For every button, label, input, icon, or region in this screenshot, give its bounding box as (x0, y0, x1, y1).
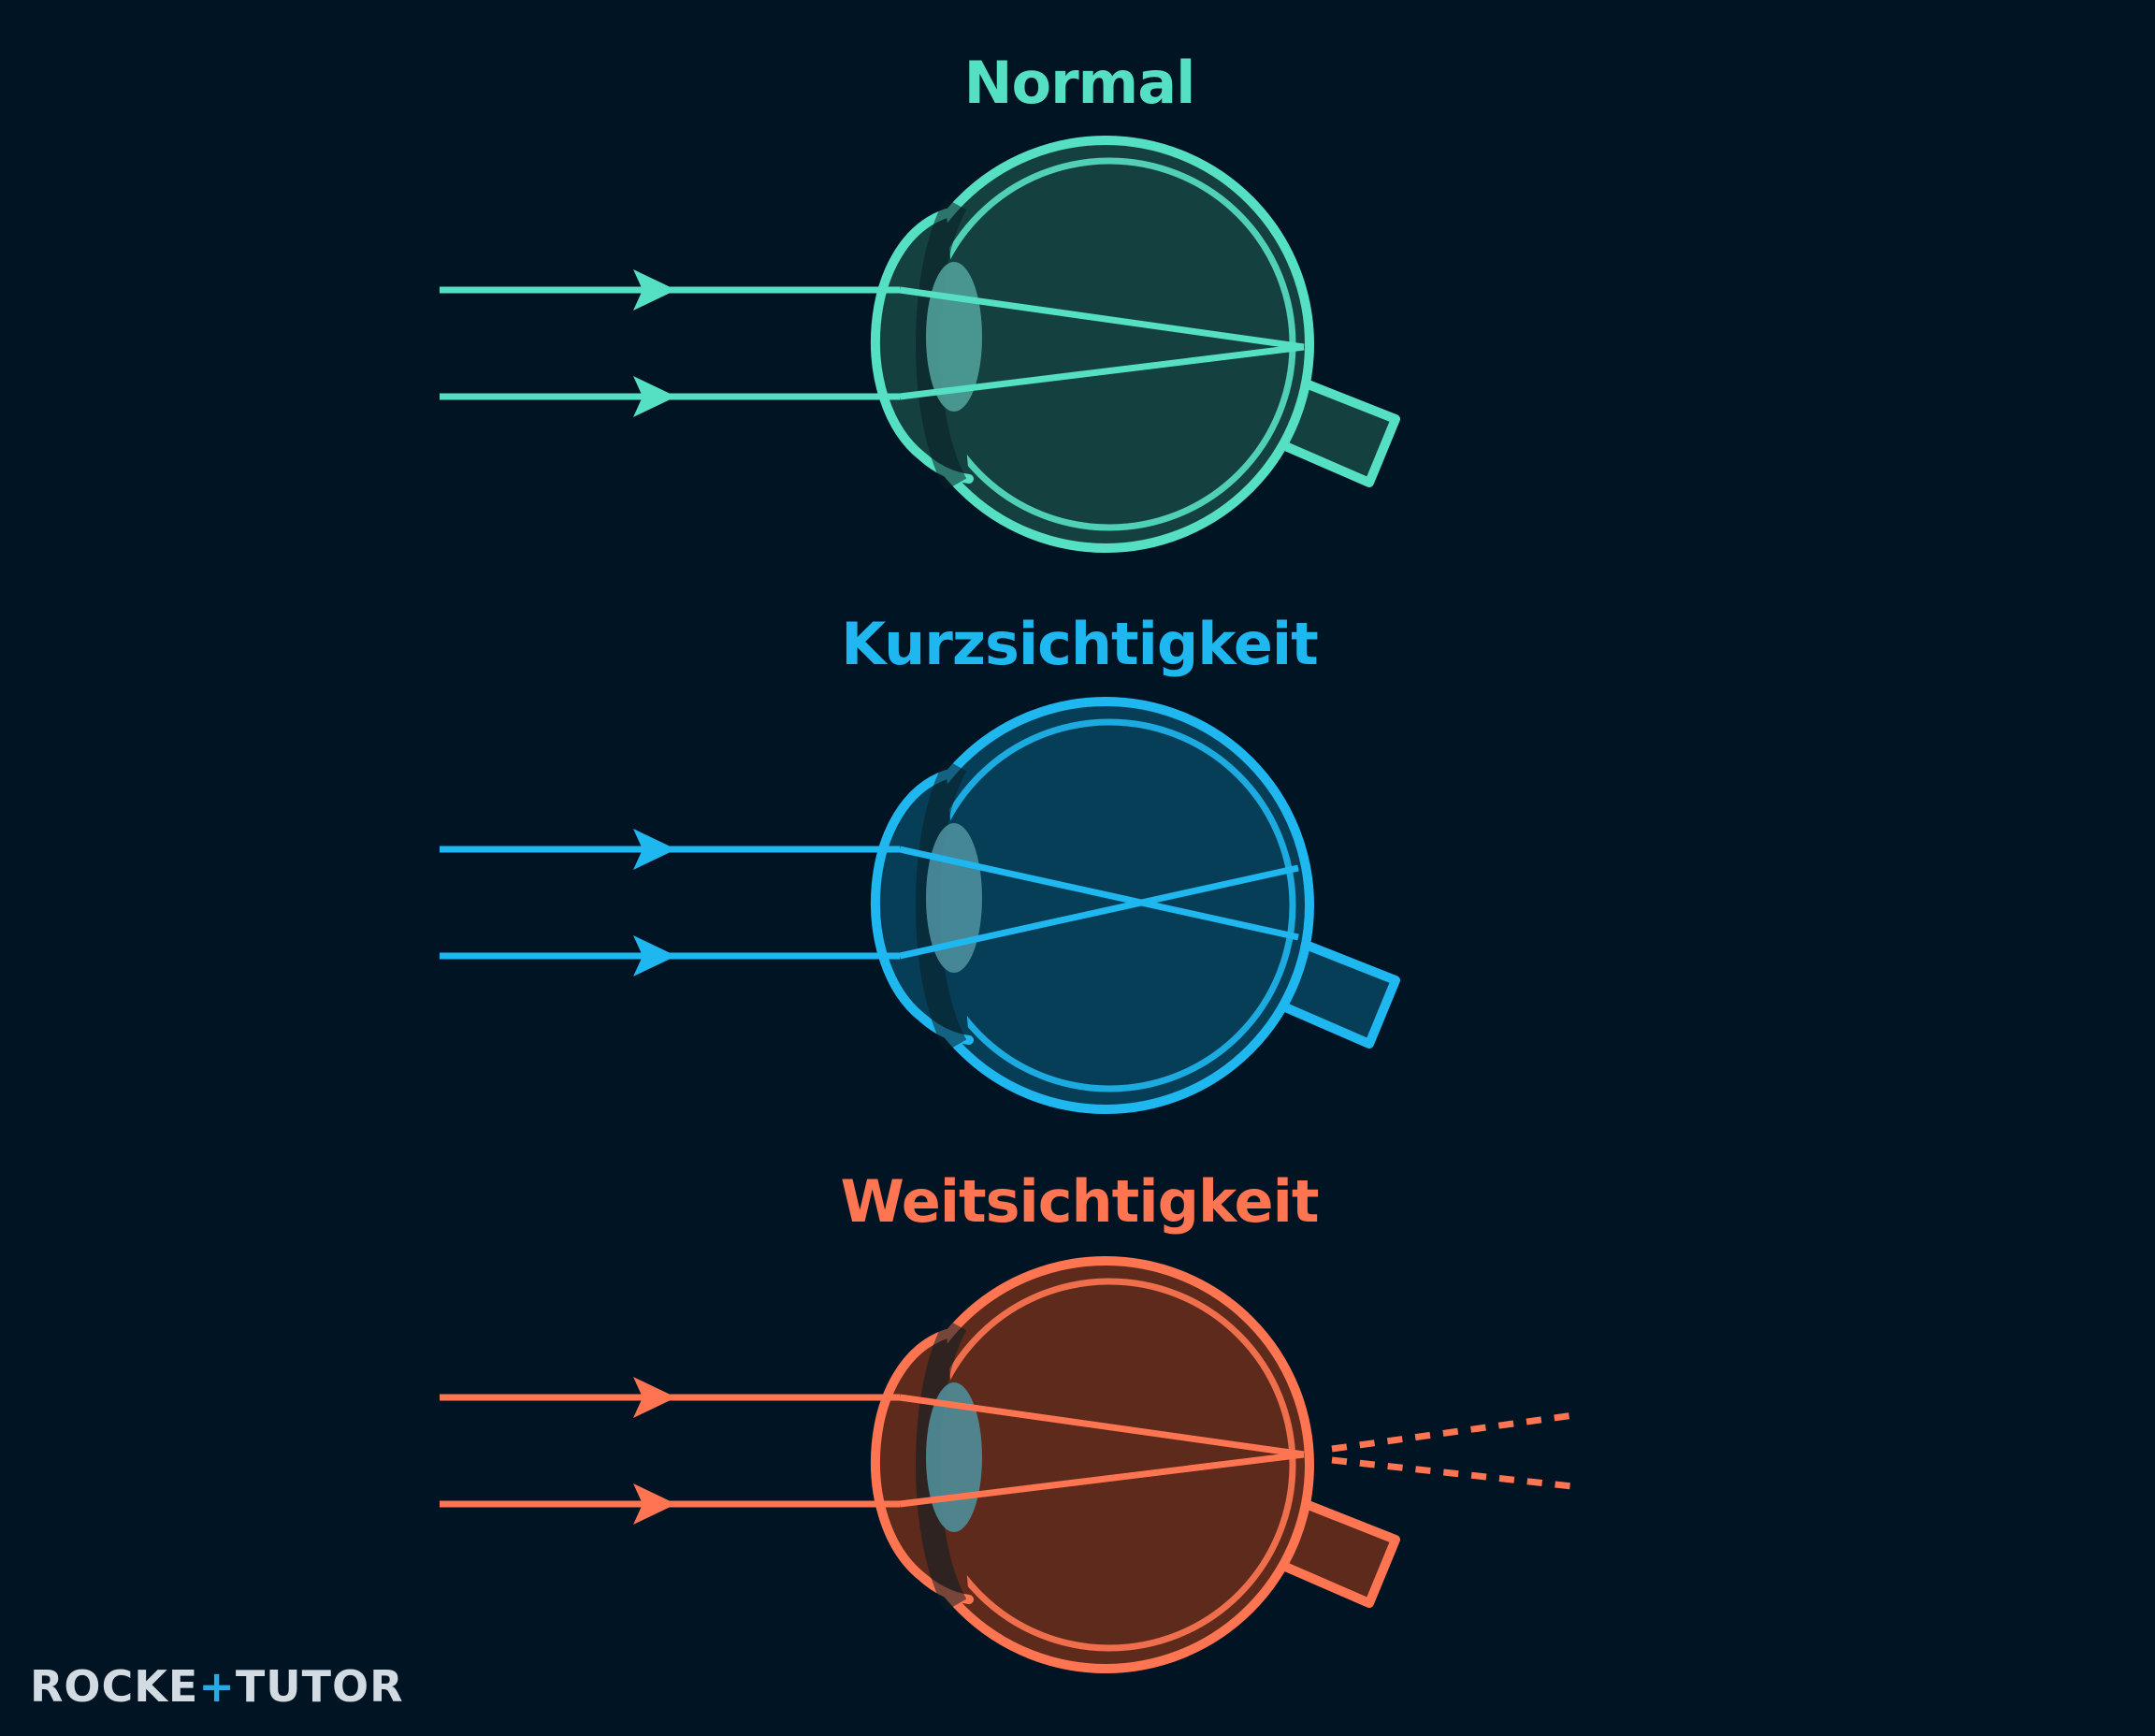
extended-ray-dashed (1331, 1456, 1582, 1491)
panel-title-weitsichtigkeit: Weitsichtigkeit (841, 1167, 1319, 1236)
logo-text-left: ROCKE (30, 1661, 199, 1712)
light-rays-kurzsichtigkeit (440, 829, 1299, 976)
refracted-ray (899, 343, 1305, 400)
eye-weitsichtigkeit (870, 1256, 1400, 1673)
panel-normal: Normal (440, 49, 1400, 553)
rocket-tutor-logo: ROCKE+TUTOR (30, 1661, 404, 1712)
eye-normal (870, 136, 1400, 553)
light-rays-normal (440, 269, 1305, 417)
ray-arrow (633, 1483, 676, 1525)
refracted-ray (899, 1394, 1305, 1458)
refracted-ray (899, 286, 1305, 351)
panel-title-normal: Normal (964, 49, 1195, 117)
light-rays-weitsichtigkeit (440, 1377, 1582, 1525)
ray-arrow (633, 1377, 676, 1418)
panel-weitsichtigkeit: Weitsichtigkeit (440, 1167, 1582, 1673)
refracted-ray (899, 846, 1299, 941)
panel-title-kurzsichtigkeit: Kurzsichtigkeit (841, 610, 1318, 678)
extended-ray-dashed (1331, 1410, 1582, 1453)
refracted-ray (899, 864, 1299, 960)
panel-kurzsichtigkeit: Kurzsichtigkeit (440, 610, 1400, 1114)
ray-arrow (633, 269, 676, 311)
ray-arrow (633, 829, 676, 870)
ray-arrow (633, 935, 676, 976)
logo-plus: + (198, 1661, 236, 1712)
logo-text-right: TUTOR (235, 1661, 404, 1712)
refracted-ray (899, 1451, 1305, 1508)
ray-arrow (633, 376, 676, 417)
